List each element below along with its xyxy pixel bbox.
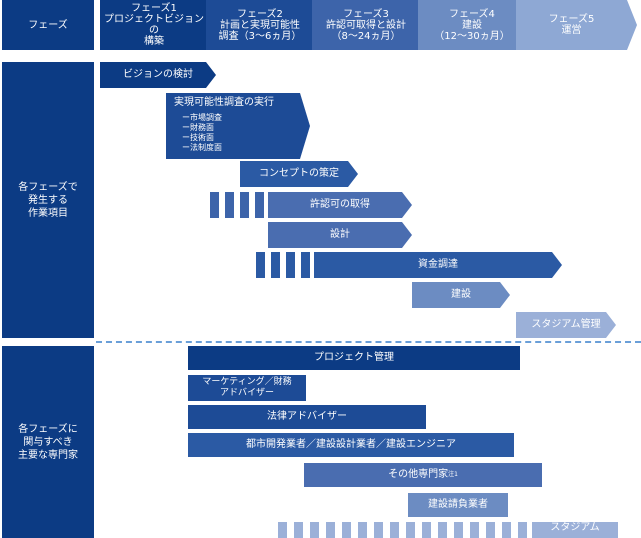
task-design: 設計 xyxy=(268,222,412,248)
expert-legal: 法律アドバイザー xyxy=(188,405,426,429)
section-divider xyxy=(96,341,641,343)
dash-block xyxy=(438,522,447,538)
feasibility-item: ー法制度面 xyxy=(182,143,222,152)
tasks-side-label: 各フェーズで 発生する 作業項目 xyxy=(2,62,94,338)
expert-other-label: その他専門家 xyxy=(388,469,449,480)
dash-block xyxy=(225,192,234,218)
phase-2: フェーズ2 計画と実現可能性 調査（3〜6ヵ月） xyxy=(206,0,324,50)
dash-block xyxy=(278,522,287,538)
feasibility-item: ー財務面 xyxy=(182,123,214,132)
expert-other: その他専門家注1 xyxy=(304,463,542,487)
task-stadium-management: スタジアム管理 xyxy=(516,312,616,338)
dash-block xyxy=(310,522,319,538)
dash-block xyxy=(240,192,249,218)
dash-block xyxy=(255,192,264,218)
expert-contractor: 建設請負業者 xyxy=(408,493,508,517)
phase-5: フェーズ5 運営 xyxy=(516,0,637,50)
dash-block xyxy=(422,522,431,538)
dash-block xyxy=(271,252,280,278)
dash-block xyxy=(210,192,219,218)
dash-block xyxy=(342,522,351,538)
dash-block xyxy=(358,522,367,538)
expert-urban-development: 都市開発業者／建設設計業者／建設エンジニア xyxy=(188,433,514,457)
dash-block xyxy=(406,522,415,538)
experts-side-label: 各フェーズに 関与すべき 主要な専門家 xyxy=(2,346,94,538)
feasibility-item: ー技術面 xyxy=(182,133,214,142)
dash-block xyxy=(390,522,399,538)
task-feasibility-label: 実現可能性調査の実行 xyxy=(174,97,274,108)
dash-block xyxy=(486,522,495,538)
feasibility-item: ー市場調査 xyxy=(182,113,222,122)
dash-block xyxy=(301,252,310,278)
dash-block xyxy=(470,522,479,538)
feasibility-items: ー市場調査 ー財務面 ー技術面 ー法制度面 xyxy=(182,113,222,153)
dash-block xyxy=(256,252,265,278)
dash-block xyxy=(374,522,383,538)
dash-block xyxy=(294,522,303,538)
dash-block xyxy=(454,522,463,538)
task-permits: 許認可の取得 xyxy=(268,192,412,218)
task-feasibility: 実現可能性調査の実行 xyxy=(166,93,310,159)
task-concept: コンセプトの策定 xyxy=(240,161,358,187)
dash-block xyxy=(502,522,511,538)
phase-3: フェーズ3 許認可取得と設計 （8〜24ヵ月） xyxy=(312,0,430,50)
expert-project-management: プロジェクト管理 xyxy=(188,346,520,370)
task-funding: 資金調達 xyxy=(314,252,562,278)
task-vision: ビジョンの検討 xyxy=(100,62,216,88)
phase-1: フェーズ1 プロジェクトビジョンの 構築 xyxy=(100,0,218,50)
task-construction: 建設 xyxy=(412,282,510,308)
dash-block xyxy=(286,252,295,278)
expert-stadium-operator: スタジアム xyxy=(532,522,618,538)
dash-block xyxy=(326,522,335,538)
expert-other-note: 注1 xyxy=(448,471,458,478)
dash-block xyxy=(518,522,527,538)
phase-side-label: フェーズ xyxy=(2,0,94,50)
expert-marketing-finance: マーケティング／財務 アドバイザー xyxy=(188,375,306,401)
